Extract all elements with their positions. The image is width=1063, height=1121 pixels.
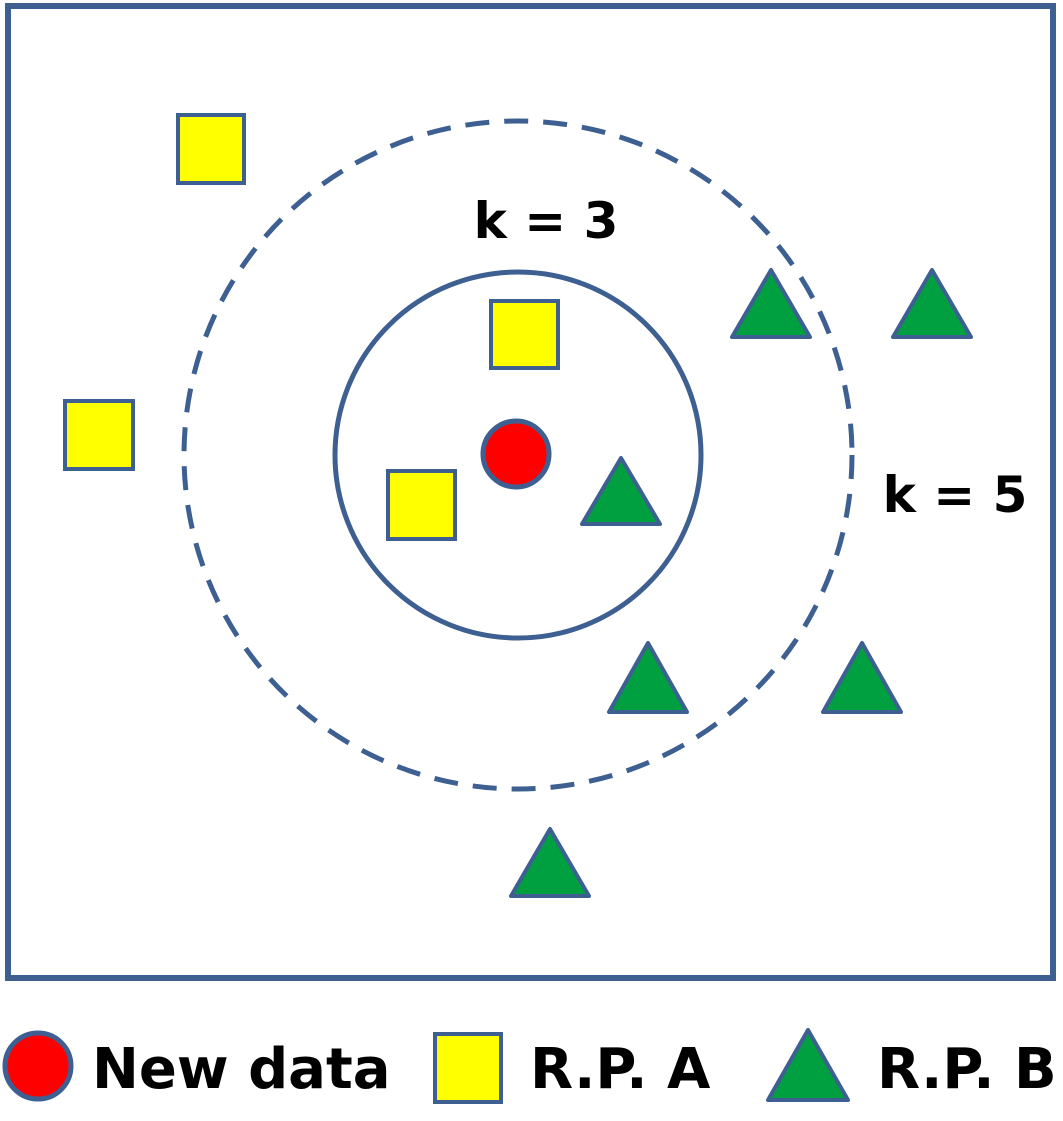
new-data-point	[480, 418, 552, 490]
rp-a-point	[489, 299, 560, 370]
rp-b-point	[891, 268, 973, 339]
rp-a-points	[63, 113, 560, 541]
rp-b-point	[821, 641, 903, 714]
rp-a-point	[63, 399, 135, 471]
legend-rp-a-label: R.P. A	[530, 1037, 711, 1102]
rp-b-point	[730, 268, 812, 339]
k3-label: k = 3	[474, 192, 619, 250]
rp-b-point	[607, 641, 689, 714]
legend-new-data-label: New data	[92, 1037, 391, 1102]
legend-rp-b-icon	[766, 1028, 850, 1102]
rp-a-point	[386, 469, 457, 541]
rp-b-point	[509, 827, 591, 898]
rp-a-point	[176, 113, 246, 185]
k3-neighborhood-circle	[332, 269, 704, 641]
legend-rp-a-icon	[433, 1032, 503, 1104]
legend-new-data-icon	[2, 1030, 74, 1102]
rp-b-points	[509, 268, 973, 898]
k5-neighborhood-circle	[181, 118, 855, 792]
k5-label: k = 5	[883, 466, 1028, 524]
diagram-frame	[5, 3, 1056, 981]
legend: New data R.P. A R.P. B	[2, 1028, 1057, 1104]
rp-b-point	[580, 456, 662, 526]
legend-rp-b-label: R.P. B	[877, 1037, 1057, 1102]
